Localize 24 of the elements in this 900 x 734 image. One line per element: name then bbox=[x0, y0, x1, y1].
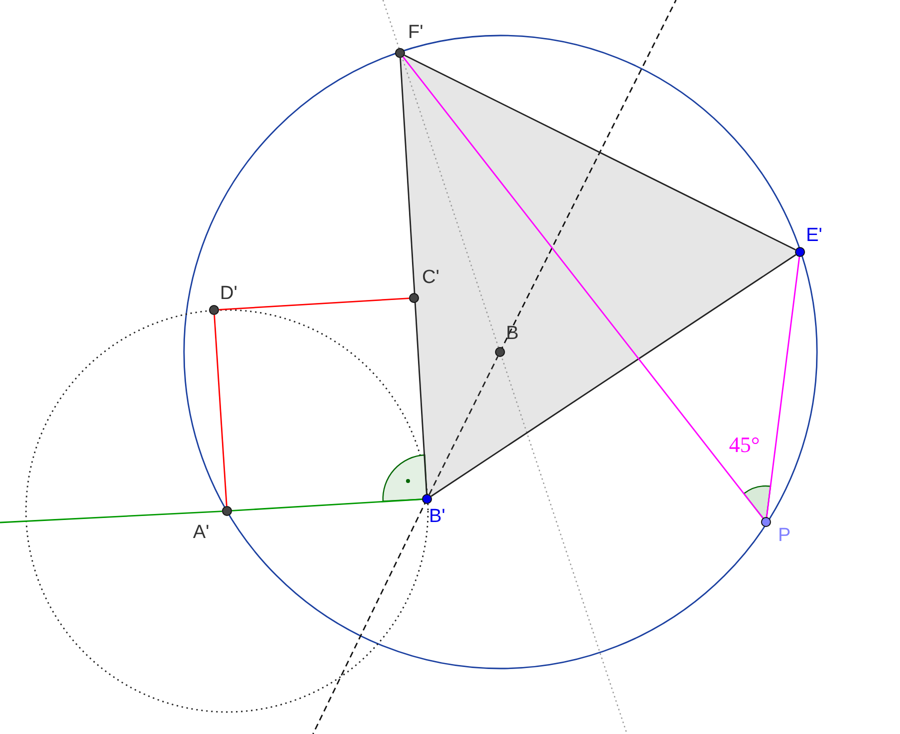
point bbox=[761, 517, 771, 527]
point bbox=[422, 494, 432, 504]
line-segment bbox=[428, 356, 498, 495]
point-label: E' bbox=[806, 226, 822, 246]
angle-label: 45° bbox=[729, 435, 760, 455]
point bbox=[409, 293, 419, 303]
point-label: B bbox=[506, 324, 519, 344]
point bbox=[395, 48, 405, 58]
point-label: P bbox=[778, 526, 791, 546]
point bbox=[222, 506, 232, 516]
point-label: B' bbox=[429, 507, 446, 527]
line-segment bbox=[232, 498, 422, 512]
point-label: D' bbox=[220, 284, 238, 304]
line-segment bbox=[404, 54, 796, 250]
line-segment bbox=[400, 58, 428, 494]
line-segment bbox=[766, 256, 800, 518]
point bbox=[209, 305, 219, 315]
point-label: F' bbox=[408, 23, 424, 43]
line-segment bbox=[214, 314, 228, 506]
point-label: A' bbox=[193, 523, 210, 543]
point bbox=[795, 247, 805, 257]
line-segment bbox=[430, 254, 796, 497]
point-label: C' bbox=[422, 268, 440, 288]
line-segment bbox=[218, 298, 410, 310]
